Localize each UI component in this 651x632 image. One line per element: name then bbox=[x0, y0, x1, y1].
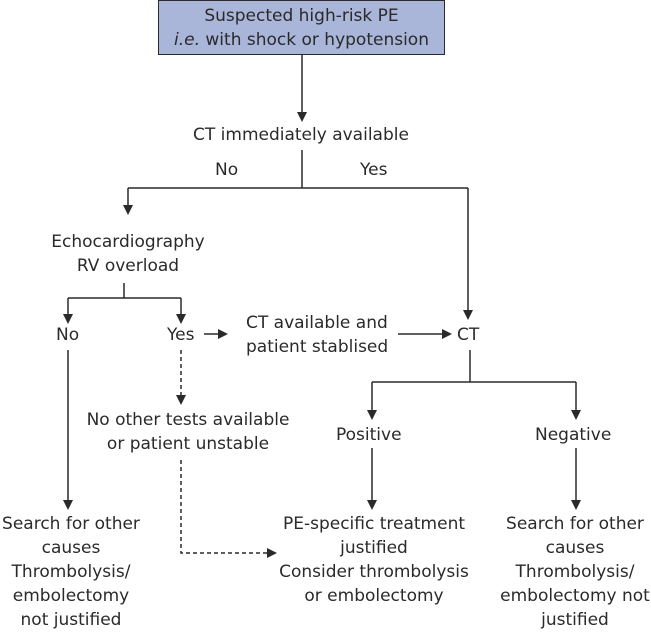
right-outcome-line: Search for other bbox=[506, 514, 644, 534]
echo-line2: RV overload bbox=[76, 256, 180, 276]
start-box-suspected-pe: Suspected high-risk PE i.e. with shock o… bbox=[158, 0, 445, 55]
dashed-arrow-no-tests-to-mid-outcome bbox=[180, 460, 277, 558]
mid-outcome-line: Consider thrombolysis bbox=[279, 562, 469, 582]
right-outcome-line: causes bbox=[545, 538, 605, 558]
mid-outcome-line: justified bbox=[340, 538, 408, 558]
label-echo-no: No bbox=[56, 325, 80, 345]
left-outcome-line: Thrombolysis/ bbox=[11, 562, 131, 582]
no-tests-line1: No other tests available bbox=[86, 410, 290, 430]
label-branch-no: No bbox=[215, 160, 239, 180]
node-echocardiography: Echocardiography RV overload bbox=[48, 230, 208, 278]
start-box-line2: with shock or hypotension bbox=[200, 30, 429, 50]
left-outcome-line: causes bbox=[41, 538, 101, 558]
outcome-right-search-other-causes: Search for other causes Thrombolysis/ em… bbox=[500, 512, 650, 632]
echo-line1: Echocardiography bbox=[51, 232, 205, 252]
node-negative: Negative bbox=[535, 425, 612, 445]
right-outcome-line: Thrombolysis/ bbox=[515, 562, 635, 582]
ct-stabilised-line2: patient stablised bbox=[246, 337, 389, 357]
left-outcome-line: embolectomy bbox=[12, 586, 130, 606]
start-box-line1: Suspected high-risk PE bbox=[204, 6, 399, 26]
right-outcome-line: embolectomy not bbox=[500, 586, 650, 606]
node-ct-immediately-available: CT immediately available bbox=[193, 125, 409, 145]
label-branch-yes: Yes bbox=[360, 160, 388, 180]
mid-outcome-line: or embolectomy bbox=[304, 586, 444, 606]
mid-outcome-line: PE-specific treatment bbox=[282, 514, 466, 534]
outcome-mid-pe-specific-treatment: PE-specific treatment justified Consider… bbox=[270, 512, 478, 608]
left-outcome-line: Search for other bbox=[2, 514, 140, 534]
node-ct-available-stabilised: CT available and patient stablised bbox=[246, 311, 388, 359]
node-no-other-tests: No other tests available or patient unst… bbox=[83, 408, 293, 456]
start-box-ie: i.e. bbox=[174, 30, 200, 50]
no-tests-line2: or patient unstable bbox=[106, 434, 270, 454]
node-ct: CT bbox=[457, 325, 480, 345]
ct-stabilised-line1: CT available and bbox=[246, 313, 388, 333]
outcome-left-search-other-causes: Search for other causes Thrombolysis/ em… bbox=[0, 512, 142, 632]
label-echo-yes: Yes bbox=[167, 325, 195, 345]
right-outcome-line: justified bbox=[541, 610, 609, 630]
left-outcome-line: not justified bbox=[20, 610, 122, 630]
node-positive: Positive bbox=[336, 425, 402, 445]
